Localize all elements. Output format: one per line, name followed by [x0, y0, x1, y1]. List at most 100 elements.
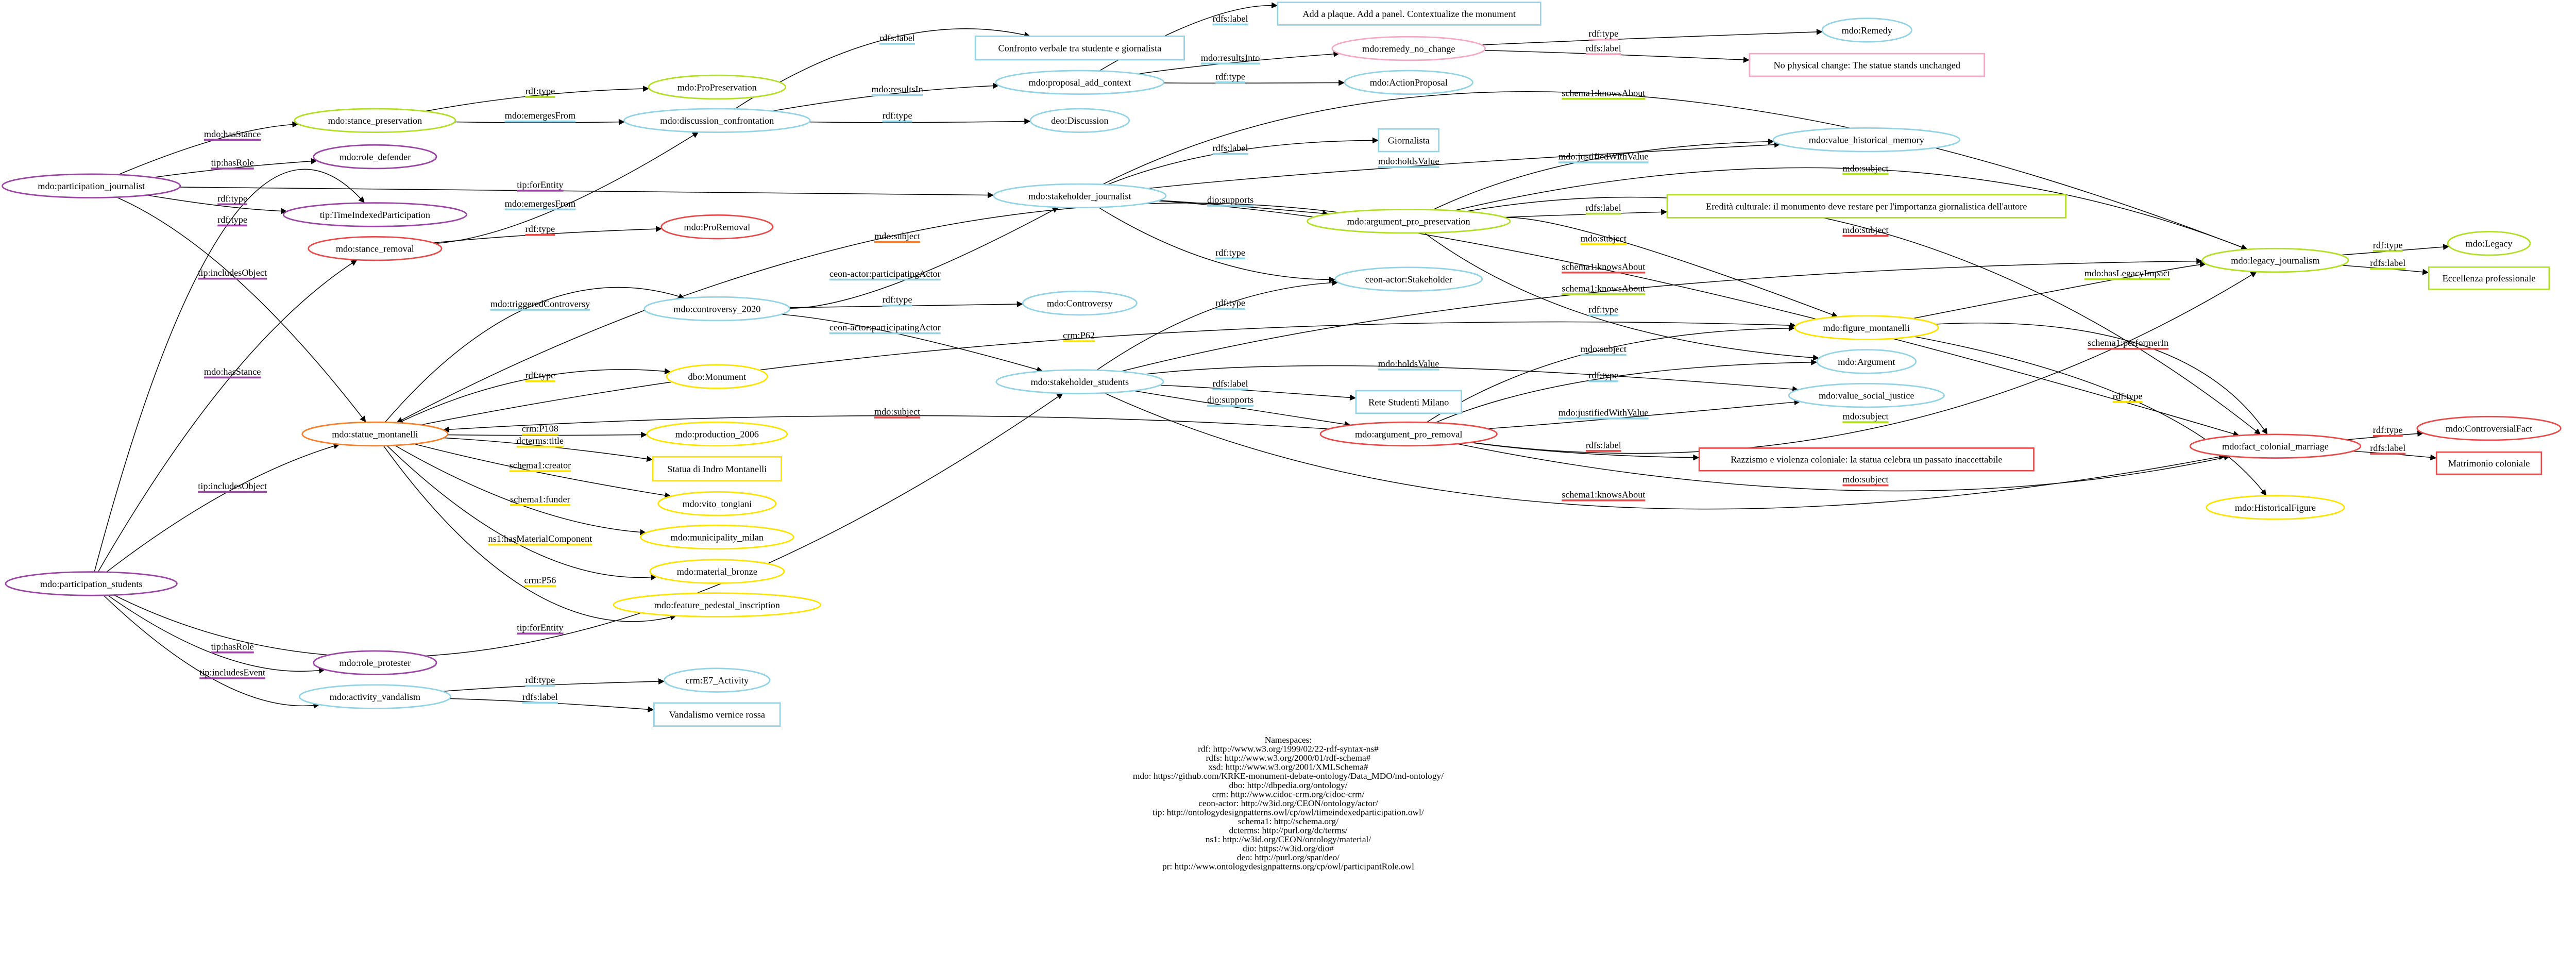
resource-node-legacy_class: mdo:Legacy — [2447, 230, 2531, 256]
edge-label-underline — [879, 43, 916, 45]
edge-label-underline — [1562, 499, 1646, 502]
node-label: Razzismo e violenza coloniale: la statua… — [1731, 455, 2002, 465]
edge-label-text: rdfs:label — [2370, 258, 2405, 268]
edge-label: rdf:type — [526, 224, 555, 236]
edge-label: dio:supports — [1207, 395, 1253, 407]
edge-label-text: rdf:type — [526, 370, 555, 380]
graph-edge-arg_rem-to-argument_class — [1435, 359, 1818, 423]
graph-edge-figure-to-fact — [1935, 323, 2268, 435]
ellipse-shape — [282, 202, 467, 227]
graph-edge-statue-to-vito — [414, 443, 671, 498]
node-label: mdo:HistoricalFigure — [2235, 503, 2316, 513]
node-label: Eccellenza professionale — [2443, 273, 2536, 283]
edge-label: rdfs:label — [1212, 378, 1248, 391]
edge-label-underline — [211, 168, 254, 170]
ellipse-shape — [2, 173, 181, 198]
edge-label-text: crm:P108 — [522, 423, 558, 433]
resource-node-arg_rem: mdo:argument_pro_removal — [1319, 421, 1498, 447]
node-label: mdo:figure_montanelli — [1823, 323, 1910, 333]
edge-label-underline — [516, 445, 564, 448]
ellipse-shape — [643, 296, 791, 322]
node-label: tip:TimeIndexedParticipation — [320, 210, 430, 220]
node-label: mdo:value_historical_memory — [1809, 135, 1925, 145]
edge-label-underline — [1558, 161, 1649, 163]
ellipse-shape — [660, 214, 774, 240]
edge-label: rdf:type — [2372, 240, 2403, 252]
edge-label-text: crm:P62 — [1063, 330, 1095, 341]
edge-label-text: mdo:hasLegacyImpact — [2084, 268, 2170, 278]
resource-node-discussion_class: deo:Discussion — [1029, 108, 1130, 133]
edge-label-underline — [1215, 81, 1246, 83]
graph-edge-ps-to-sh_students — [113, 393, 1063, 658]
graph-edge-sh_journalist-to-stakeholder_class — [1098, 207, 1335, 283]
edge-label-text: mdo:subject — [1581, 233, 1626, 243]
edge-label-underline — [2088, 347, 2169, 350]
ellipse-shape — [995, 70, 1165, 95]
resource-node-stance_pres: mdo:stance_preservation — [294, 108, 456, 133]
graph-edge-ps-to-statue — [106, 443, 340, 573]
edge-label-text: tip:hasRole — [211, 641, 254, 651]
edge-label-text: tip:includesObject — [198, 481, 267, 491]
graph-edge-proposal-to-action_proposal — [1163, 79, 1345, 86]
resource-node-controversy: mdo:controversy_2020 — [643, 296, 791, 322]
edge-label-underline — [1200, 62, 1260, 65]
edge-label-text: mdo:hasStance — [204, 129, 261, 139]
graph-edge-statue-to-monument — [398, 368, 671, 424]
edge-label-text: ns1:hasMaterialComponent — [488, 533, 592, 544]
resource-node-tip_class: tip:TimeIndexedParticipation — [282, 202, 467, 227]
ellipse-shape — [993, 183, 1167, 209]
ellipse-shape — [648, 74, 787, 100]
edge-label-text: mdo:subject — [874, 231, 920, 241]
edge-label-text: mdo:resultsIn — [871, 84, 923, 94]
edge-label: rdf:type — [1215, 247, 1246, 260]
edge-label-underline — [1585, 212, 1621, 215]
edge-label-text: rdf:type — [1215, 298, 1245, 308]
edge-label-text: dcterms:title — [517, 436, 564, 446]
node-label: mdo:activity_vandalism — [330, 692, 420, 702]
edge-label-underline — [1588, 38, 1619, 41]
node-label: mdo:ActionProposal — [1370, 77, 1448, 88]
node-label: mdo:ControversialFact — [2446, 423, 2532, 433]
graph-edge-statue-to-bronze — [386, 445, 657, 580]
edge-label: tip:hasRole — [211, 157, 254, 170]
resource-node-controversial_class: mdo:ControversialFact — [2416, 415, 2562, 441]
edge-label-text: tip:forEntity — [517, 623, 564, 633]
edge-label: dio:supports — [1207, 195, 1253, 207]
graph-edge-statue-to-controversy — [384, 287, 685, 423]
edge-label-underline — [1580, 354, 1626, 356]
box-shape — [653, 702, 781, 727]
edge-label-text: rdf:type — [883, 294, 912, 305]
box-shape — [652, 456, 782, 482]
edge-label-text: mdo:justifiedWithValue — [1558, 407, 1649, 417]
graph-edge-figure-to-historical_class — [1913, 336, 2267, 496]
literal-box-matrimonio: Matrimonio coloniale — [2435, 451, 2543, 475]
node-label: Vandalismo vernice rossa — [669, 710, 766, 720]
graph-edge-sh_students-to-fact — [1104, 392, 2226, 510]
node-label: mdo:stance_preservation — [328, 115, 422, 126]
node-label: Matrimonio coloniale — [2448, 458, 2530, 469]
edge-label-text: mdo:subject — [1842, 411, 1888, 422]
graph-edge-arg_pres-to-argument_class — [1424, 232, 1820, 361]
ellipse-shape — [1319, 421, 1498, 447]
graph-edge-discussion-to-discussion_class — [809, 118, 1031, 125]
edge-label-underline — [2370, 268, 2406, 270]
resource-node-legacy: mdo:legacy_journalism — [2201, 247, 2349, 273]
edge-label-text: rdfs:label — [1586, 203, 1621, 213]
edge-label-underline — [1215, 257, 1246, 260]
edge-label-underline — [1585, 450, 1621, 452]
edge-label-text: mdo:subject — [1581, 344, 1626, 354]
graph-edge-pj-to-tip_class — [146, 194, 287, 214]
edge-label: crm:P62 — [1063, 330, 1095, 342]
edge-label: mdo:resultsInto — [1200, 53, 1260, 65]
edge-label-text: rdf:type — [1588, 28, 1618, 39]
node-label: ceon-actor:Stakeholder — [1365, 274, 1452, 285]
edge-label-text: tip:includesObject — [198, 268, 267, 278]
edge-label: mdo:emergesFrom — [504, 110, 576, 123]
graph-edge-ps-to-vandalism — [103, 595, 320, 709]
edge-label: schema1:knowsAbout — [1562, 88, 1645, 100]
edge-label-text: rdf:type — [883, 110, 912, 121]
node-label: mdo:Controversy — [1047, 298, 1113, 309]
edge-label-underline — [1588, 380, 1619, 382]
edge-label: rdfs:label — [1212, 13, 1248, 26]
edge-label-underline — [1212, 388, 1248, 391]
